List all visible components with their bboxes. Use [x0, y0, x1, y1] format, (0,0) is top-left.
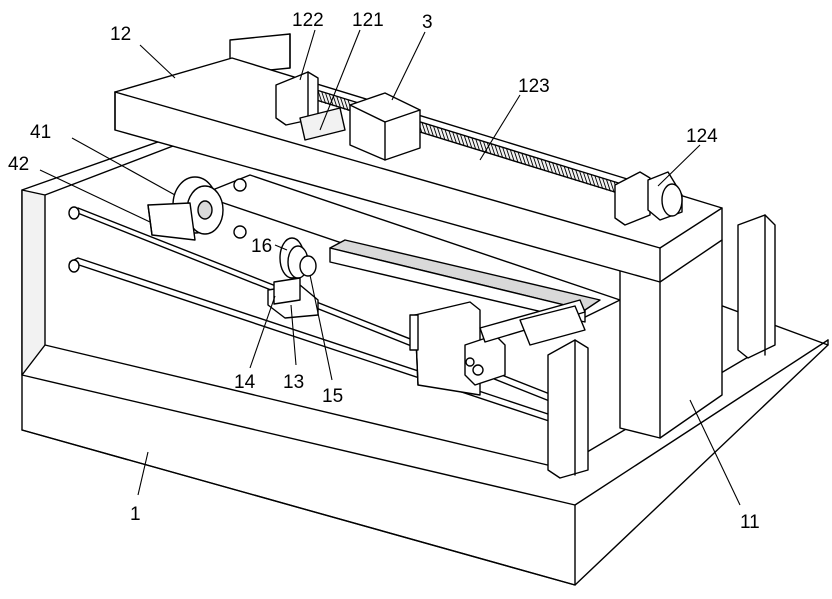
label-guide: 121	[352, 10, 384, 31]
label-lead-screw: 123	[518, 76, 550, 97]
label-frame-column: 11	[740, 512, 760, 533]
rear-post	[738, 215, 775, 358]
label-disc: 16	[251, 236, 272, 257]
label-motor: 124	[686, 126, 718, 147]
label-base: 1	[130, 504, 141, 525]
label-crossbeam: 12	[110, 24, 131, 45]
label-screw-bearing-left: 122	[292, 10, 324, 31]
label-roller-motor: 42	[8, 154, 29, 175]
label-support: 13	[283, 372, 304, 393]
label-roller: 41	[30, 122, 51, 143]
label-mount: 14	[234, 372, 256, 393]
slider-block	[350, 93, 420, 160]
label-slider: 3	[422, 12, 433, 33]
label-shaft: 15	[322, 386, 343, 407]
front-post	[548, 340, 588, 478]
